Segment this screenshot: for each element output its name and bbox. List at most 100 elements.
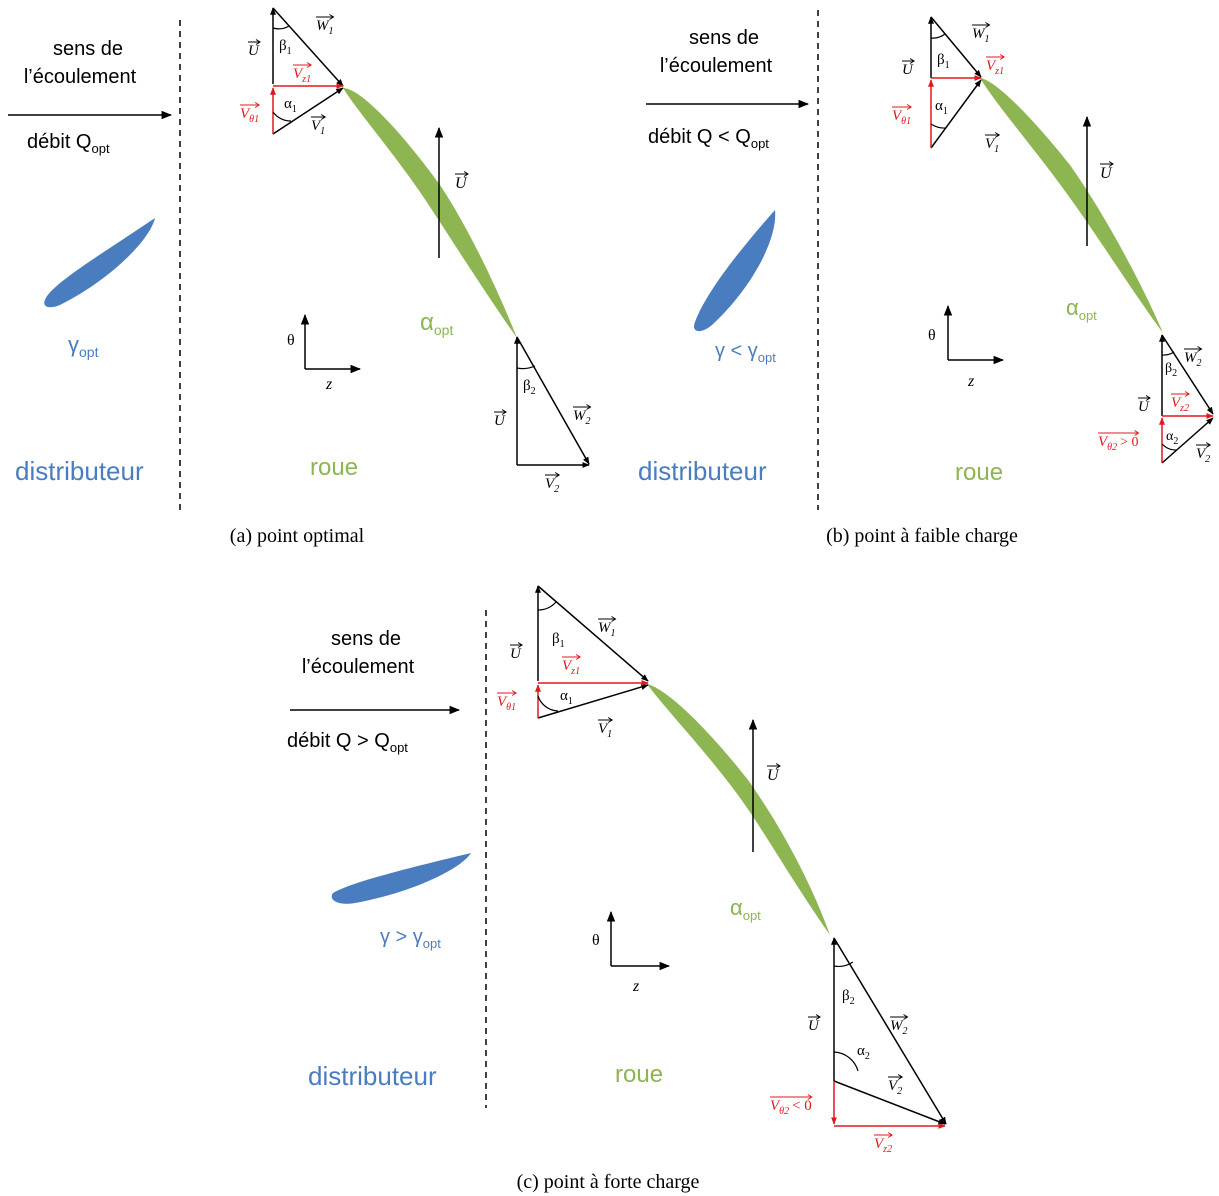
vector-overarrow-head (607, 717, 614, 723)
vtheta2-label: Vθ2< 0 (770, 1098, 812, 1117)
panel-b: sens de l’écoulement débit Q < Qopt γ < … (638, 10, 1214, 547)
beta2-label: β2 (1165, 361, 1177, 379)
vector-overarrow-head (897, 1074, 904, 1080)
v2-label: V2 (888, 1078, 902, 1097)
alpha1-arc (537, 695, 559, 712)
alpha1-label: α1 (935, 98, 948, 117)
vector-overarrow-head (611, 616, 617, 622)
inlet-u-label: U (248, 43, 260, 59)
flow-rate-label: débit Q > Qopt (287, 730, 408, 755)
outlet-w-vector (833, 937, 947, 1125)
rotor-alpha-label: αopt (1066, 295, 1097, 323)
alpha2-arc (1161, 443, 1178, 451)
outlet-velocity-triangle: β2 α2 U W2 Vz2 Vθ2> 0 V2 (1098, 334, 1214, 465)
vector-overarrow-head (807, 1094, 813, 1100)
alpha1-arc (930, 123, 947, 129)
alpha1-arc (272, 111, 292, 122)
vz1-label: Vz1 (986, 58, 1004, 77)
outlet-w-vector (516, 336, 590, 465)
w1-label: W1 (316, 18, 334, 37)
vector-overarrow-head (1134, 430, 1140, 436)
vector-overarrow-head (306, 62, 313, 68)
vector-overarrow-head (329, 14, 335, 20)
vtheta1-label: Vθ1 (892, 108, 911, 127)
vz1-label: Vz1 (562, 658, 580, 677)
outlet-u-label: U (1138, 399, 1150, 415)
outlet-w-vector (1161, 334, 1214, 415)
vector-overarrow-head (554, 472, 561, 478)
guide-angle-label: γopt (68, 332, 99, 360)
distributor-label: distributeur (15, 456, 144, 486)
beta2-arc (516, 365, 536, 370)
flow-direction-line1: sens de (689, 27, 759, 49)
v1-label: V1 (598, 721, 612, 740)
distributor-label: distributeur (308, 1061, 437, 1091)
inlet-v-vector (272, 87, 344, 135)
z-axis-label: z (967, 373, 975, 390)
vtheta1-label: Vθ1 (497, 694, 516, 713)
vector-overarrow-head (1205, 442, 1212, 448)
outlet-velocity-triangle: β2 α2 U W2 V2 Vθ2< 0 Vz2 (770, 937, 947, 1155)
flow-rate-label: débit Q < Qopt (648, 126, 769, 151)
blade-speed-label: U (1100, 165, 1113, 182)
vector-overarrow-head (320, 114, 327, 120)
alpha2-label: α2 (857, 1043, 870, 1062)
rotor-label: roue (615, 1061, 663, 1088)
rotor-label: roue (955, 459, 1003, 486)
vector-overarrow-head (994, 132, 1001, 138)
vector-overarrow-head (575, 654, 582, 660)
inlet-velocity-triangle: β1 α1 U W1 Vz1 Vθ1 V1 (240, 7, 344, 137)
blade-speed-label: U (767, 767, 780, 784)
guide-vane-blade (331, 853, 471, 904)
w1-label: W1 (972, 26, 990, 45)
inlet-u-label: U (510, 646, 522, 662)
beta1-arc (930, 33, 946, 39)
beta2-arc (1161, 351, 1175, 356)
vector-overarrow-head (985, 22, 991, 28)
vtheta2-label: Vθ2> 0 (1098, 434, 1139, 453)
vector-overarrow-head (1108, 161, 1114, 167)
inlet-velocity-triangle: β1 α1 U W1 Vz1 Vθ1 V1 (497, 585, 649, 740)
v1-label: V1 (985, 136, 999, 155)
vz2-label: Vz2 (874, 1136, 892, 1155)
inlet-w-vector (272, 7, 344, 87)
beta1-arc (537, 601, 557, 611)
beta2-label: β2 (523, 378, 536, 397)
blade-speed-label: U (455, 175, 468, 192)
vector-overarrow-head (254, 102, 261, 108)
distributor-label: distributeur (638, 456, 767, 486)
vector-overarrow-head (887, 1132, 894, 1138)
vector-overarrow-head (903, 1014, 909, 1020)
vector-overarrow-head (517, 642, 523, 648)
inlet-velocity-triangle: β1 α1 U W1 Vz1 Vθ1 V1 (892, 16, 1006, 155)
v2-label: V2 (545, 476, 559, 495)
rotor-alpha-label: αopt (420, 309, 453, 338)
guide-vane-blade (44, 218, 155, 308)
vz2-label: Vz2 (1171, 395, 1189, 414)
inlet-u-label: U (902, 62, 914, 78)
w1-label: W1 (598, 620, 616, 639)
beta2-arc (833, 961, 854, 967)
outlet-u-label: U (808, 1018, 820, 1034)
vector-overarrow-head (906, 104, 913, 110)
caption: (c) point à forte charge (517, 1171, 700, 1193)
v1-label: V1 (311, 118, 325, 137)
w2-label: W2 (890, 1018, 908, 1037)
vector-overarrow-head (463, 171, 469, 177)
alpha1-label: α1 (560, 688, 573, 707)
runner-blade (980, 78, 1163, 333)
vector-overarrow-head (255, 39, 261, 45)
vector-overarrow-head (586, 404, 592, 410)
caption: (b) point à faible charge (826, 525, 1018, 547)
v2-label: V2 (1196, 446, 1210, 465)
outlet-v-vector (833, 1080, 946, 1125)
beta1-label: β1 (279, 38, 292, 57)
panel-c: sens de l’écoulement débit Q > Qopt γ > … (287, 585, 947, 1193)
beta1-label: β1 (552, 631, 565, 650)
flow-direction-line2: l’écoulement (24, 66, 137, 88)
vector-overarrow-head (501, 409, 507, 415)
vector-overarrow-head (1184, 391, 1191, 397)
theta-axis-label: θ (287, 332, 295, 349)
flow-direction-line1: sens de (331, 628, 401, 650)
